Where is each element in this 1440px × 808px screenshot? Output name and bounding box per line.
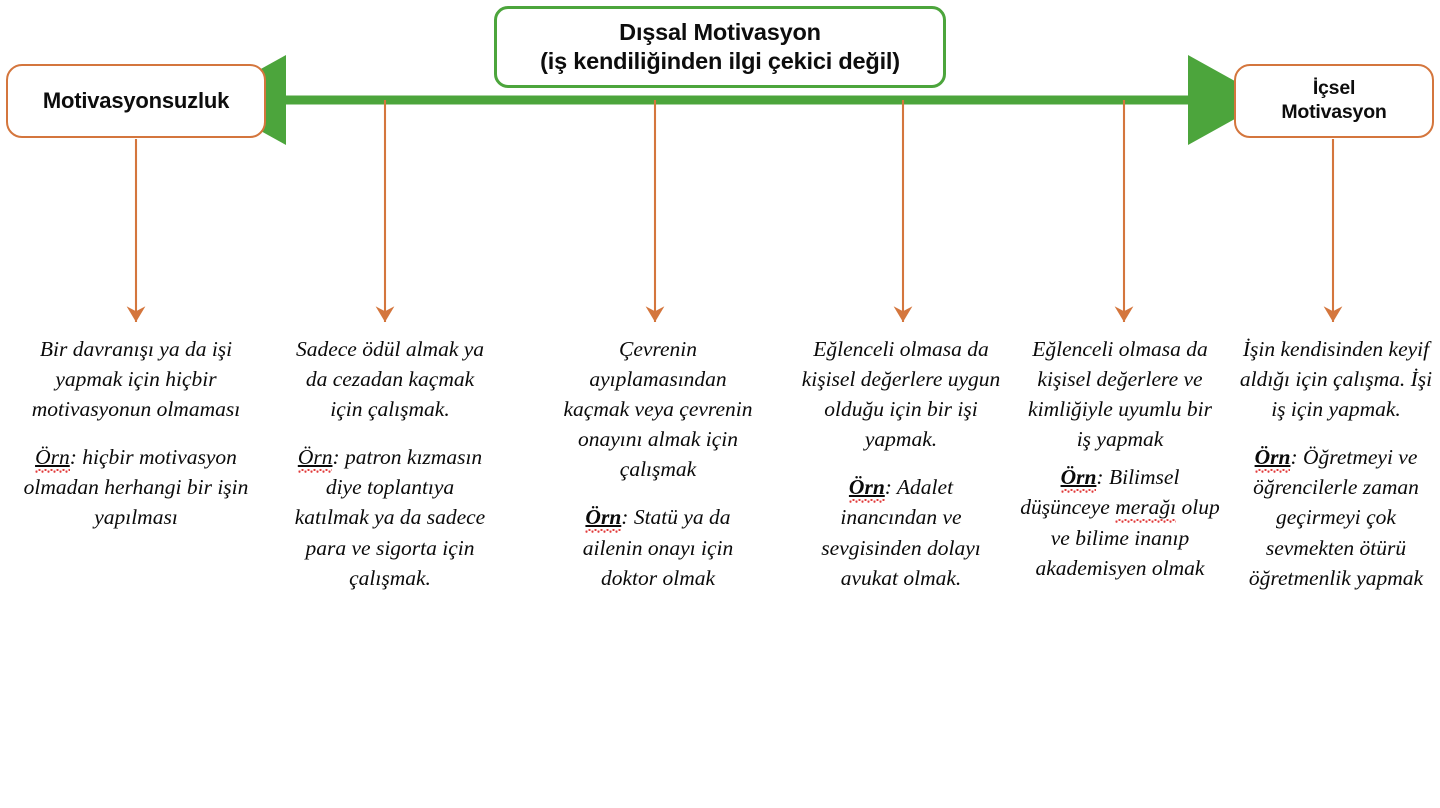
spacer xyxy=(800,454,1002,472)
column-example: Örn: Adalet inancından ve sevgisinden do… xyxy=(800,472,1002,592)
column-description: Eğlenceli olmasa da kişisel değerlere uy… xyxy=(801,337,1001,452)
column-example: Örn: hiçbir motivasyon olmadan herhangi … xyxy=(22,442,250,532)
column-description: İşin kendisinden keyif aldığı için çalış… xyxy=(1239,337,1433,422)
column-description: Çevrenin ayıplamasından kaçmak veya çevr… xyxy=(563,337,753,482)
extrinsic-motivation-box: Dışsal Motivasyon (iş kendiliğinden ilgi… xyxy=(494,6,946,88)
spacer xyxy=(22,424,250,442)
spacer xyxy=(1234,424,1438,442)
amotivation-box-label: Motivasyonsuzluk xyxy=(42,87,230,113)
spacer xyxy=(560,484,756,502)
example-label: Örn xyxy=(1254,445,1291,473)
example-text: : Statü ya da ailenin onayı için doktor … xyxy=(582,505,734,590)
amotivation-box: Motivasyonsuzluk xyxy=(6,64,266,138)
column-description: Eğlenceli olmasa da kişisel değerlere ve… xyxy=(1028,337,1212,452)
example-text: : Adalet inancından ve sevgisinden dolay… xyxy=(821,475,981,590)
column-example: Örn: Öğretmeyi ve öğrencilerle zaman geç… xyxy=(1234,442,1438,592)
column-example: Örn: Bilimsel düşünceye merağı olup ve b… xyxy=(1020,462,1220,582)
extrinsic-motivation-title: Dışsal Motivasyon xyxy=(619,19,821,46)
example-label: Örn xyxy=(848,475,885,503)
example-misspelled-word: merağı xyxy=(1115,495,1177,523)
column-description: Sadece ödül almak ya da cezadan kaçmak i… xyxy=(295,337,485,422)
example-label: Örn xyxy=(1060,465,1097,493)
example-label: Örn xyxy=(585,505,622,533)
column-example: Örn: Statü ya da ailenin onayı için dokt… xyxy=(560,502,756,592)
spacer xyxy=(292,424,488,442)
example-label: Örn xyxy=(35,445,70,473)
column-connectors xyxy=(126,100,1343,322)
column-integrated-regulation: Eğlenceli olmasa da kişisel değerlere ve… xyxy=(1020,334,1220,583)
column-introjected-regulation: Çevrenin ayıplamasından kaçmak veya çevr… xyxy=(560,334,756,593)
column-amotivation: Bir davranışı ya da işi yapmak için hiçb… xyxy=(22,334,250,533)
example-text: : hiçbir motivasyon olmadan herhangi bir… xyxy=(23,445,249,530)
column-identified-regulation: Eğlenceli olmasa da kişisel değerlere uy… xyxy=(800,334,1002,593)
intrinsic-motivation-box: İçsel Motivasyon xyxy=(1234,64,1434,138)
column-external-regulation: Sadece ödül almak ya da cezadan kaçmak i… xyxy=(292,334,488,593)
example-text-pre: : Bilimsel düşünceye xyxy=(1020,465,1180,520)
example-text-post: olup ve bilime inanıp akademisyen olmak xyxy=(1035,495,1220,580)
column-example: Örn: patron kızmasın diye toplantıya kat… xyxy=(292,442,488,592)
intrinsic-motivation-line1: İçsel xyxy=(1312,77,1356,100)
extrinsic-motivation-subtitle: (iş kendiliğinden ilgi çekici değil) xyxy=(540,48,900,74)
example-text: : patron kızmasın diye toplantıya katılm… xyxy=(294,445,486,590)
intrinsic-motivation-line2: Motivasyon xyxy=(1281,101,1387,123)
example-label: Örn xyxy=(297,445,333,473)
column-intrinsic-motivation: İşin kendisinden keyif aldığı için çalış… xyxy=(1234,334,1438,593)
spacer xyxy=(1020,454,1220,462)
column-description: Bir davranışı ya da işi yapmak için hiçb… xyxy=(31,337,241,422)
example-text: : Öğretmeyi ve öğrencilerle zaman geçirm… xyxy=(1248,445,1424,590)
